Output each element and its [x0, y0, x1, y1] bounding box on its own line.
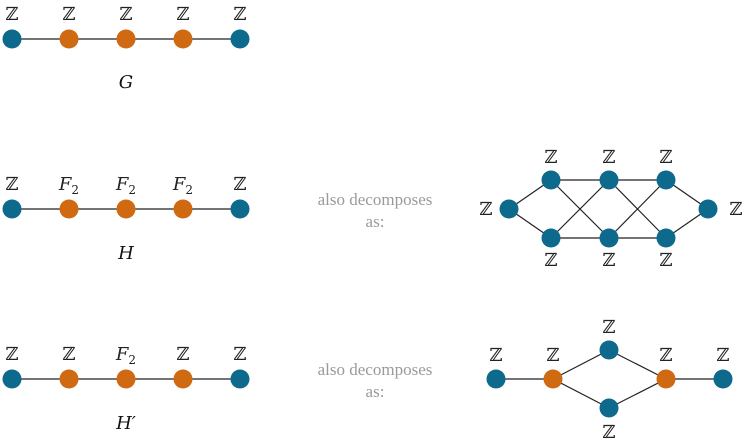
decomp-h-node-right: [698, 199, 718, 219]
graph-h-node-3: [116, 199, 136, 219]
graph-g-node-2: [59, 29, 79, 49]
decomp-h-label-bottom-2: ℤ: [602, 250, 615, 271]
note-h-line1: also decomposes: [318, 190, 433, 209]
decomp-hprime-node-bottom: [599, 398, 619, 418]
graph-hprime-name: H′: [115, 413, 136, 434]
decomp-h-label-bottom-3: ℤ: [659, 250, 672, 271]
decomp-h-node-bottom-3: [656, 228, 676, 248]
note-hprime-line1: also decomposes: [318, 360, 433, 379]
decomp-h-label-top-2: ℤ: [602, 147, 615, 168]
graph-h-name: H: [117, 243, 134, 264]
decomp-hprime-label-top: ℤ: [602, 317, 615, 338]
decomp-hprime-node-inner-right: [656, 369, 676, 389]
decomp-hprime-label-right: ℤ: [716, 345, 729, 366]
decomp-hprime-edge: [608, 378, 667, 409]
graph-g-node-2-label: ℤ: [62, 4, 75, 25]
decomp-h-edge: [550, 179, 610, 239]
decomp-h-node-top-1: [541, 170, 561, 190]
graph-g-node-4: [173, 29, 193, 49]
decomposition-h: ℤ ℤ ℤ ℤ ℤ ℤ ℤ ℤ: [479, 147, 742, 271]
graph-hprime-node-4-label: ℤ: [176, 344, 189, 365]
graph-h-node-4-label: F2: [172, 174, 193, 197]
note-h-line2: as:: [366, 212, 385, 231]
decomp-h-node-bottom-2: [599, 228, 619, 248]
graph-hprime-node-5: [230, 369, 250, 389]
graph-h-node-5: [230, 199, 250, 219]
decomp-hprime-edge: [608, 349, 667, 380]
graph-hprime-node-1-label: ℤ: [5, 344, 18, 365]
decomp-h-node-top-3: [656, 170, 676, 190]
graph-hprime-node-3: [116, 369, 136, 389]
graph-hprime-node-5-label: ℤ: [233, 344, 246, 365]
decomp-h-node-top-2: [599, 170, 619, 190]
graph-h-node-5-label: ℤ: [233, 174, 246, 195]
graph-hprime-node-4: [173, 369, 193, 389]
graph-g-name: G: [119, 72, 133, 93]
graph-hprime: ℤ ℤ F2 ℤ ℤ H′: [2, 344, 250, 434]
decomp-h-label-left: ℤ: [479, 199, 492, 220]
decomp-hprime-label-inner-left: ℤ: [546, 345, 559, 366]
graph-hprime-node-2-label: ℤ: [62, 344, 75, 365]
graph-g-node-3-label: ℤ: [119, 4, 132, 25]
decomp-h-label-top-3: ℤ: [659, 147, 672, 168]
decomp-hprime-edge: [552, 349, 610, 380]
graph-h: ℤ F2 F2 F2 ℤ H: [2, 174, 250, 264]
note-h: also decomposes as:: [318, 190, 433, 231]
decomp-h-label-bottom-1: ℤ: [544, 250, 557, 271]
decomp-h-label-top-1: ℤ: [544, 147, 557, 168]
decomp-hprime-edge: [552, 378, 610, 409]
decomp-hprime-label-left: ℤ: [489, 345, 502, 366]
graph-hprime-node-3-label: F2: [115, 344, 136, 367]
graph-h-node-2: [59, 199, 79, 219]
graph-g: ℤ ℤ ℤ ℤ ℤ G: [2, 4, 250, 93]
graph-g-node-5: [230, 29, 250, 49]
graph-h-node-2-label: F2: [58, 174, 79, 197]
decomp-h-label-right: ℤ: [729, 199, 742, 220]
graph-hprime-node-1: [2, 369, 22, 389]
graph-g-node-1-label: ℤ: [5, 4, 18, 25]
decomp-hprime-node-inner-left: [543, 369, 563, 389]
decomp-h-node-left: [499, 199, 519, 219]
decomp-hprime-node-right: [713, 369, 733, 389]
decomp-hprime-node-top: [599, 340, 619, 360]
graph-h-node-4: [173, 199, 193, 219]
decomp-hprime-label-inner-right: ℤ: [659, 345, 672, 366]
graph-h-node-1: [2, 199, 22, 219]
graph-g-node-3: [116, 29, 136, 49]
graph-g-node-5-label: ℤ: [233, 4, 246, 25]
graph-h-node-1-label: ℤ: [5, 174, 18, 195]
graph-hprime-node-2: [59, 369, 79, 389]
decomp-hprime-label-bottom: ℤ: [602, 422, 615, 443]
decomp-hprime-node-left: [486, 369, 506, 389]
note-hprime: also decomposes as:: [318, 360, 433, 401]
graph-h-node-3-label: F2: [115, 174, 136, 197]
graph-g-node-4-label: ℤ: [176, 4, 189, 25]
note-hprime-line2: as:: [366, 382, 385, 401]
decomp-h-node-bottom-1: [541, 228, 561, 248]
graph-g-node-1: [2, 29, 22, 49]
decomp-h-edge: [608, 179, 667, 239]
decomposition-hprime: ℤ ℤ ℤ ℤ ℤ ℤ: [486, 317, 733, 443]
